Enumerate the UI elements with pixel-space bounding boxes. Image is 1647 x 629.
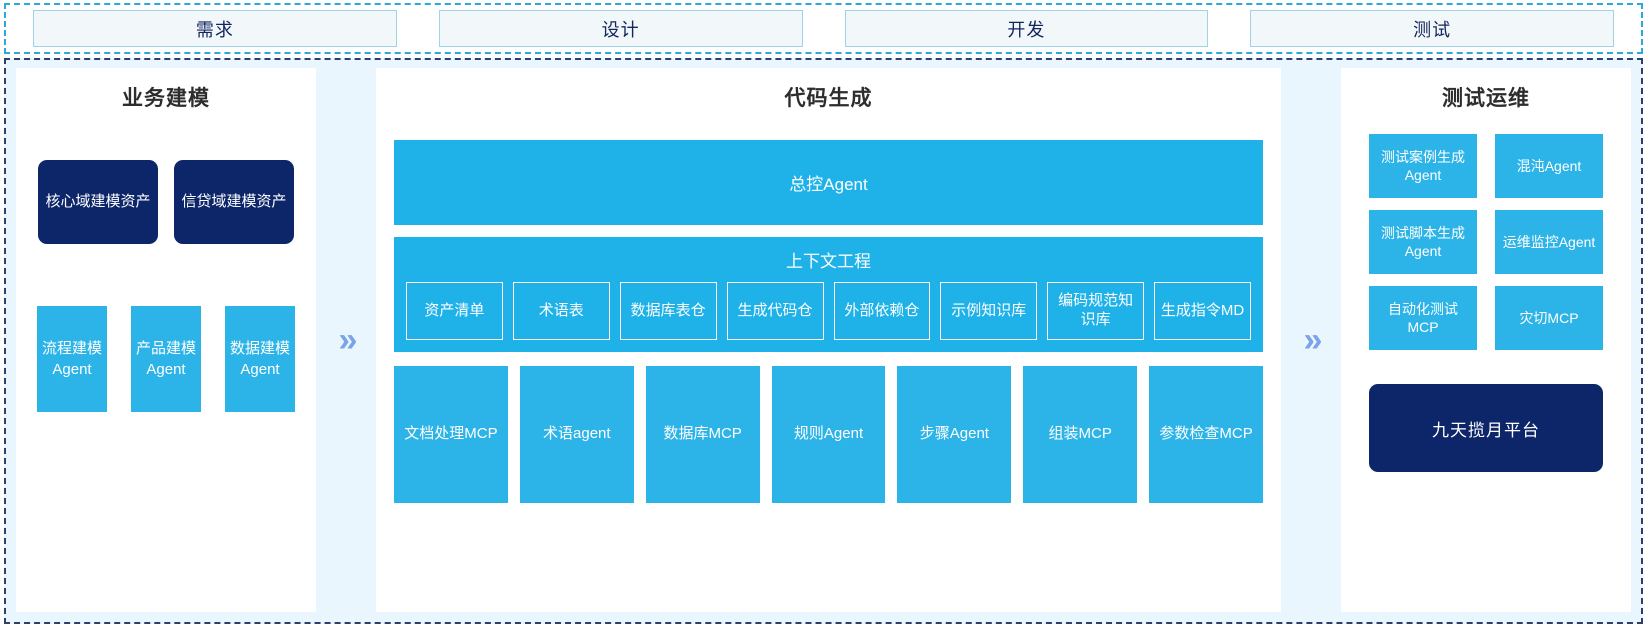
platform-card-jiutian-lanyue[interactable]: 九天揽月平台 bbox=[1369, 384, 1603, 472]
agent-card-label: 产品建模Agent bbox=[135, 339, 196, 378]
tool-card-glossary-agent[interactable]: 术语agent bbox=[519, 366, 634, 503]
tool-card-label: 数据库MCP bbox=[663, 425, 742, 443]
ops-card-label: 测试案例生成Agent bbox=[1381, 148, 1465, 183]
phase-label: 设计 bbox=[601, 19, 640, 40]
tool-card-assembly-mcp[interactable]: 组装MCP bbox=[1023, 366, 1138, 503]
tool-card-rule-agent[interactable]: 规则Agent bbox=[771, 366, 886, 503]
flow-arrow-right: » bbox=[1281, 68, 1341, 612]
asset-card-credit-domain[interactable]: 信贷域建模资产 bbox=[174, 160, 294, 244]
ops-card-label: 混沌Agent bbox=[1516, 157, 1582, 174]
panel-title: 代码生成 bbox=[784, 87, 873, 110]
tool-card-label: 参数检查MCP bbox=[1159, 425, 1253, 443]
context-chip-asset-list[interactable]: 资产清单 bbox=[406, 282, 503, 340]
phase-box-design[interactable]: 设计 bbox=[438, 10, 803, 47]
ops-card-label: 运维监控Agent bbox=[1502, 233, 1596, 250]
tool-card-row: 文档处理MCP 术语agent 数据库MCP 规则Agent 步骤Agent bbox=[394, 366, 1264, 503]
context-chip-generated-code-repo[interactable]: 生成代码仓 bbox=[726, 282, 824, 340]
asset-card-core-domain[interactable]: 核心域建模资产 bbox=[38, 160, 158, 244]
panel-code-generation: 代码生成 总控Agent 上下文工程 资产清单 术语表 bbox=[376, 68, 1281, 612]
code-generation-body: 总控Agent 上下文工程 资产清单 术语表 数据库表仓 bbox=[376, 116, 1281, 503]
context-chip-label: 示例知识库 bbox=[951, 301, 1027, 319]
agent-card-label: 数据建模Agent bbox=[229, 339, 290, 378]
context-engineering-band: 上下文工程 资产清单 术语表 数据库表仓 生成代码仓 bbox=[394, 237, 1263, 352]
ops-card-chaos-agent[interactable]: 混沌Agent bbox=[1495, 134, 1603, 198]
ops-card-grid: 测试案例生成Agent 混沌Agent 测试脚本生成Agent 运维监控Agen… bbox=[1369, 134, 1603, 350]
tool-card-label: 规则Agent bbox=[793, 425, 864, 443]
context-chip-glossary[interactable]: 术语表 bbox=[512, 282, 610, 340]
context-chip-external-dependency-repo[interactable]: 外部依赖仓 bbox=[833, 282, 931, 340]
master-agent-label: 总控Agent bbox=[789, 175, 868, 194]
context-chip-row: 资产清单 术语表 数据库表仓 生成代码仓 外部依赖仓 bbox=[406, 282, 1251, 340]
context-chip-label: 编码规范知识库 bbox=[1058, 292, 1134, 328]
phase-box-development[interactable]: 开发 bbox=[844, 10, 1209, 47]
tool-card-step-agent[interactable]: 步骤Agent bbox=[897, 366, 1012, 503]
master-agent-band[interactable]: 总控Agent bbox=[394, 140, 1263, 225]
phase-label: 需求 bbox=[195, 19, 234, 40]
tool-card-document-processing-mcp[interactable]: 文档处理MCP bbox=[394, 366, 508, 503]
panel-test-operations: 测试运维 测试案例生成Agent 混沌Agent 测试脚本生成Agent 运维监… bbox=[1341, 68, 1631, 612]
modeling-agent-row: 流程建模Agent 产品建模Agent 数据建模Agent bbox=[37, 306, 295, 412]
tool-card-database-mcp[interactable]: 数据库MCP bbox=[645, 366, 760, 503]
ops-card-label: 灾切MCP bbox=[1519, 309, 1579, 326]
agent-card-product-modeling[interactable]: 产品建模Agent bbox=[131, 306, 201, 412]
panel-business-modeling: 业务建模 核心域建模资产 信贷域建模资产 流程建模Agent 产品建模Agent… bbox=[16, 68, 316, 612]
tool-card-label: 术语agent bbox=[543, 425, 611, 443]
panel-title: 业务建模 bbox=[122, 87, 210, 110]
agent-card-process-modeling[interactable]: 流程建模Agent bbox=[37, 306, 107, 412]
asset-card-label: 信贷域建模资产 bbox=[181, 192, 287, 210]
agent-card-data-modeling[interactable]: 数据建模Agent bbox=[225, 306, 295, 412]
phase-label: 测试 bbox=[1413, 19, 1452, 40]
double-chevron-right-icon: » bbox=[338, 321, 358, 359]
main-container: 业务建模 核心域建模资产 信贷域建模资产 流程建模Agent 产品建模Agent… bbox=[4, 58, 1643, 624]
context-chip-label: 资产清单 bbox=[424, 301, 485, 319]
ops-card-label: 测试脚本生成Agent bbox=[1381, 224, 1465, 259]
context-chip-db-table-repo[interactable]: 数据库表仓 bbox=[619, 282, 717, 340]
context-chip-label: 生成代码仓 bbox=[737, 301, 813, 319]
context-chip-label: 术语表 bbox=[538, 301, 584, 319]
context-engineering-title: 上下文工程 bbox=[786, 252, 871, 271]
tool-card-label: 组装MCP bbox=[1048, 425, 1112, 443]
tool-card-label: 文档处理MCP bbox=[404, 425, 498, 443]
flow-arrow-left: » bbox=[316, 68, 376, 612]
phase-label: 开发 bbox=[1007, 19, 1046, 40]
platform-card-label: 九天揽月平台 bbox=[1432, 420, 1540, 440]
context-chip-example-knowledge-base[interactable]: 示例知识库 bbox=[940, 282, 1038, 340]
ops-card-label: 自动化测试MCP bbox=[1388, 300, 1458, 335]
ops-card-test-case-generation-agent[interactable]: 测试案例生成Agent bbox=[1369, 134, 1477, 198]
double-chevron-right-icon: » bbox=[1303, 321, 1323, 359]
tool-card-label: 步骤Agent bbox=[919, 425, 989, 443]
ops-card-test-script-generation-agent[interactable]: 测试脚本生成Agent bbox=[1369, 210, 1477, 274]
panel-title: 测试运维 bbox=[1442, 87, 1530, 110]
agent-card-label: 流程建模Agent bbox=[41, 339, 102, 378]
phase-strip: 需求 设计 开发 测试 bbox=[4, 3, 1643, 54]
context-chip-generation-instruction-md[interactable]: 生成指令MD bbox=[1154, 282, 1251, 340]
ops-card-automated-test-mcp[interactable]: 自动化测试MCP bbox=[1369, 286, 1477, 350]
asset-card-label: 核心域建模资产 bbox=[45, 192, 151, 210]
ops-card-disaster-switch-mcp[interactable]: 灾切MCP bbox=[1495, 286, 1603, 350]
context-chip-label: 数据库表仓 bbox=[630, 301, 706, 319]
ops-card-operations-monitoring-agent[interactable]: 运维监控Agent bbox=[1495, 210, 1603, 274]
context-chip-coding-standard-knowledge-base[interactable]: 编码规范知识库 bbox=[1047, 282, 1145, 340]
asset-card-row: 核心域建模资产 信贷域建模资产 bbox=[38, 160, 294, 244]
phase-box-requirements[interactable]: 需求 bbox=[33, 10, 397, 47]
context-chip-label: 生成指令MD bbox=[1160, 301, 1245, 319]
context-chip-label: 外部依赖仓 bbox=[844, 301, 920, 319]
phase-box-testing[interactable]: 测试 bbox=[1250, 10, 1614, 47]
tool-card-parameter-check-mcp[interactable]: 参数检查MCP bbox=[1149, 366, 1264, 503]
